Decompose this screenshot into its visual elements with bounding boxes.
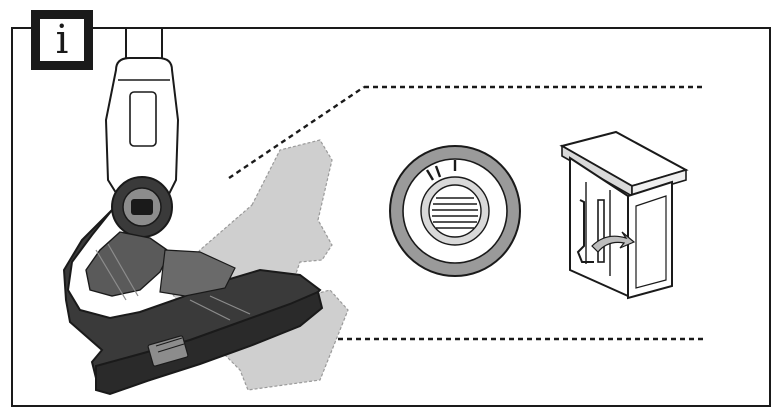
vacuum-floor-head xyxy=(95,290,324,396)
outer-frame xyxy=(11,27,771,407)
vacuum-icon xyxy=(62,27,324,396)
dial-icon xyxy=(389,145,521,277)
callout-diagonal xyxy=(228,86,365,179)
callout-lines xyxy=(228,85,706,341)
cabinet-icon xyxy=(559,130,689,300)
dial-markers xyxy=(425,160,457,181)
info-badge-frame: i xyxy=(38,17,86,63)
info-icon: i xyxy=(31,10,93,70)
cabinet-door xyxy=(627,180,673,300)
vacuum-neck-window xyxy=(129,91,157,147)
rotate-arrow-icon xyxy=(591,231,636,253)
dial-grille xyxy=(432,197,478,229)
info-badge-letter: i xyxy=(55,17,69,63)
